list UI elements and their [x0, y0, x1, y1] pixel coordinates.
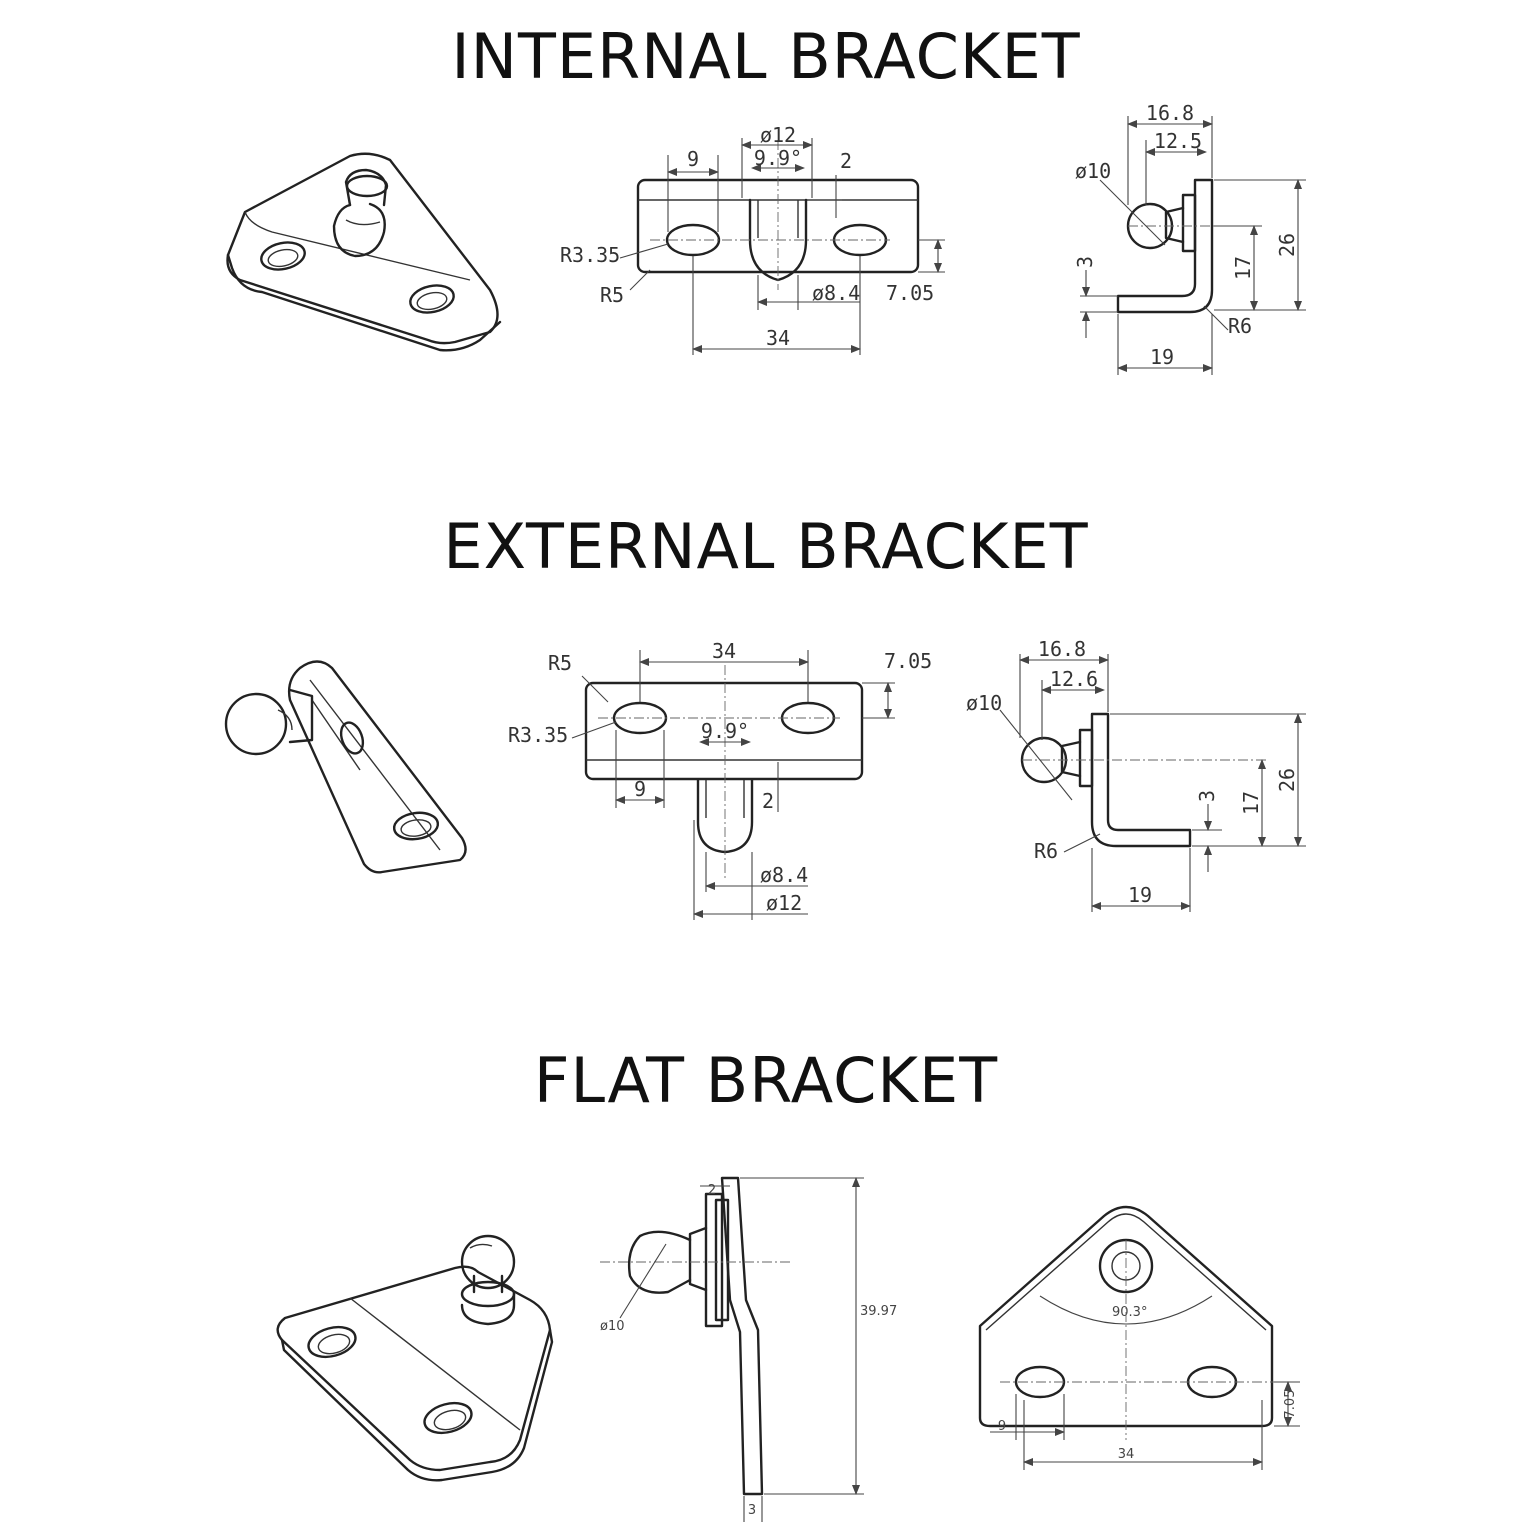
- external-side-dim-168: 16.8: [1038, 637, 1086, 661]
- internal-front-dim-9: 9: [687, 147, 699, 171]
- internal-front-dim-angle: 9.9°: [754, 146, 802, 170]
- flat-front-dim-34: 34: [1118, 1447, 1135, 1462]
- external-side-view: 16.8 12.6 ø10 26 17 3 R6 19: [966, 637, 1306, 912]
- external-side-dim-126: 12.6: [1050, 667, 1098, 691]
- internal-side-view: 16.8 12.5 ø10 26 17 3 R6 19: [1073, 101, 1306, 375]
- internal-front-dim-d12: ø12: [760, 123, 796, 147]
- external-bracket-title: EXTERNAL BRACKET: [443, 510, 1088, 583]
- flat-front-dim-705: 7.05: [1283, 1390, 1298, 1419]
- flat-side-view: 2 ø10 39.97 3: [600, 1176, 897, 1522]
- internal-side-dim-168: 16.8: [1146, 101, 1194, 125]
- flat-side-dim-d10: ø10: [600, 1319, 625, 1334]
- flat-bracket-title: FLAT BRACKET: [534, 1044, 998, 1117]
- flat-side-dim-3997: 39.97: [860, 1304, 897, 1319]
- internal-side-dim-17: 17: [1231, 256, 1255, 280]
- internal-side-dim-19: 19: [1150, 345, 1174, 369]
- flat-isometric-view: [276, 1234, 554, 1482]
- flat-side-dim-2: 2: [708, 1183, 716, 1198]
- external-front-view: 34 R5 7.05 R3.35 9.9° 9 2 ø8.4 ø12: [508, 639, 932, 920]
- internal-front-dim-705: 7.05: [886, 281, 934, 305]
- external-side-dim-r6: R6: [1034, 839, 1058, 863]
- external-side-dim-17: 17: [1239, 791, 1263, 815]
- external-front-dim-d12: ø12: [766, 891, 802, 915]
- external-isometric-view: [224, 660, 467, 874]
- internal-front-dim-r335: R3.35: [560, 243, 620, 267]
- external-front-dim-705: 7.05: [884, 649, 932, 673]
- internal-front-dim-2: 2: [840, 149, 852, 173]
- internal-front-dim-d84: ø8.4: [812, 281, 860, 305]
- internal-side-dim-3: 3: [1073, 256, 1097, 268]
- flat-side-dim-3: 3: [748, 1503, 756, 1518]
- internal-front-view: ø12 9.9° 9 2 R3.35 R5 ø8.4 7.05 34: [560, 123, 945, 355]
- external-front-dim-r5: R5: [548, 651, 572, 675]
- external-side-dim-19: 19: [1128, 883, 1152, 907]
- internal-isometric-view: [226, 152, 502, 352]
- internal-front-dim-34: 34: [766, 326, 790, 350]
- internal-side-dim-26: 26: [1275, 233, 1299, 257]
- external-side-dim-3: 3: [1195, 790, 1219, 802]
- internal-side-dim-125: 12.5: [1154, 129, 1202, 153]
- external-side-dim-d10: ø10: [966, 691, 1002, 715]
- external-front-dim-d84: ø8.4: [760, 863, 808, 887]
- external-side-dim-26: 26: [1275, 768, 1299, 792]
- external-front-dim-9: 9: [634, 777, 646, 801]
- flat-front-dim-angle: 90.3°: [1112, 1305, 1147, 1320]
- internal-front-dim-r5: R5: [600, 283, 624, 307]
- flat-front-view: 90.3° 7.05 9 34: [978, 1205, 1300, 1470]
- external-front-dim-34: 34: [712, 639, 736, 663]
- external-front-dim-r335: R3.35: [508, 723, 568, 747]
- internal-bracket-title: INTERNAL BRACKET: [451, 20, 1080, 93]
- internal-side-dim-r6: R6: [1228, 314, 1252, 338]
- flat-front-dim-9: 9: [998, 1419, 1006, 1434]
- external-front-dim-angle: 9.9°: [701, 719, 749, 743]
- external-front-dim-2: 2: [762, 789, 774, 813]
- internal-side-dim-d10: ø10: [1075, 159, 1111, 183]
